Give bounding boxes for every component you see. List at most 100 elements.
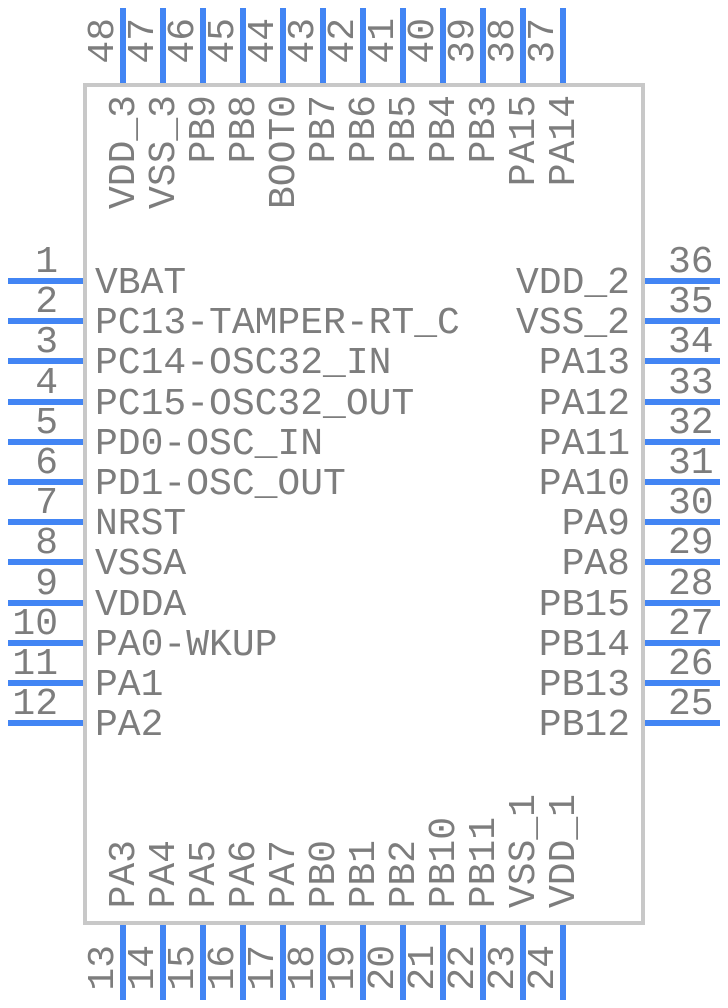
pin-9-label: VDDA xyxy=(95,583,187,627)
pin-38-number: 38 xyxy=(481,18,525,64)
pin-38-lead xyxy=(519,8,526,83)
pin-20-label: PB2 xyxy=(382,839,426,908)
pin-30-number: 30 xyxy=(668,482,714,526)
pin-11-lead xyxy=(8,680,83,686)
pin-20-lead xyxy=(399,925,406,1000)
pin-31-lead xyxy=(645,479,720,485)
pin-24-lead xyxy=(559,925,566,1000)
pin-28-number: 28 xyxy=(668,562,714,606)
pin-45-label: PB8 xyxy=(222,95,266,164)
pin-14-label: PA4 xyxy=(142,839,186,908)
pin-41-number: 41 xyxy=(361,18,405,64)
pin-17-number: 17 xyxy=(241,945,285,991)
pin-15-number: 15 xyxy=(161,945,205,991)
pin-33-lead xyxy=(645,398,720,405)
pin-8-lead xyxy=(8,559,83,566)
pin-34-lead xyxy=(645,358,720,365)
pin-6-lead xyxy=(8,479,83,485)
pin-21-label: PB10 xyxy=(422,816,466,908)
pin-19-lead xyxy=(359,925,366,1000)
pin-28-label: PB15 xyxy=(538,583,630,627)
pin-34-label: PA13 xyxy=(538,342,630,386)
pin-45-lead xyxy=(239,8,246,83)
pin-43-lead xyxy=(319,8,326,83)
pin-24-number: 24 xyxy=(521,945,565,991)
pin-47-number: 47 xyxy=(121,18,165,64)
pin-24-label: VDD_1 xyxy=(542,793,586,908)
pin-23-number: 23 xyxy=(481,945,525,991)
pin-42-lead xyxy=(359,8,366,83)
pin-26-label: PB13 xyxy=(538,664,630,707)
pin-35-label: VSS_2 xyxy=(515,302,630,346)
pin-44-number: 44 xyxy=(241,18,285,64)
pin-18-label: PB0 xyxy=(302,839,346,908)
pin-46-lead xyxy=(199,8,206,83)
pin-35-number: 35 xyxy=(668,281,714,325)
pin-2-lead xyxy=(8,318,83,325)
pin-3-label: PC14-OSC32_IN xyxy=(95,342,392,386)
pin-47-label: VSS_3 xyxy=(142,95,186,210)
pin-6-number: 6 xyxy=(35,442,58,485)
pin-40-lead xyxy=(439,8,446,83)
pin-2-number: 2 xyxy=(35,281,58,325)
pin-12-number: 12 xyxy=(12,683,58,727)
pin-11-number: 11 xyxy=(12,643,58,686)
pin-39-number: 39 xyxy=(441,18,485,64)
pin-39-label: PB3 xyxy=(462,95,506,164)
pin-23-lead xyxy=(519,925,526,1000)
pin-36-number: 36 xyxy=(668,241,714,284)
pin-7-label: NRST xyxy=(95,503,187,547)
pin-23-label: VSS_1 xyxy=(502,793,546,908)
pin-48-number: 48 xyxy=(81,18,125,64)
pin-1-lead xyxy=(8,278,83,284)
pin-44-label: BOOT0 xyxy=(262,95,306,210)
pin-41-lead xyxy=(399,8,406,83)
pin-31-number: 31 xyxy=(668,442,714,485)
pin-3-lead xyxy=(8,358,83,365)
pin-7-lead xyxy=(8,519,83,526)
pin-42-number: 42 xyxy=(321,18,365,64)
pin-12-label: PA2 xyxy=(95,704,164,748)
pin-5-lead xyxy=(8,438,83,445)
pin-37-lead xyxy=(559,8,566,83)
pin-1-label: VBAT xyxy=(95,262,187,305)
chip-body xyxy=(83,83,645,925)
pin-15-lead xyxy=(199,925,206,1000)
pin-41-label: PB5 xyxy=(382,95,426,164)
pin-45-number: 45 xyxy=(201,18,245,64)
pin-38-label: PA15 xyxy=(502,95,546,187)
pin-10-lead xyxy=(8,639,83,646)
pin-31-label: PA10 xyxy=(538,463,630,506)
pin-5-number: 5 xyxy=(35,401,58,445)
pin-29-number: 29 xyxy=(668,522,714,566)
pin-33-label: PA12 xyxy=(538,382,630,426)
pin-36-label: VDD_2 xyxy=(515,262,630,305)
pin-4-number: 4 xyxy=(35,361,58,405)
pin-43-label: PB7 xyxy=(302,95,346,164)
pin-14-number: 14 xyxy=(121,945,165,991)
pin-29-label: PA8 xyxy=(561,543,630,587)
pin-43-number: 43 xyxy=(281,18,325,64)
pin-29-lead xyxy=(645,559,720,566)
pin-27-lead xyxy=(645,639,720,646)
pin-6-label: PD1-OSC_OUT xyxy=(95,463,346,506)
pin-13-number: 13 xyxy=(81,945,125,991)
pin-44-lead xyxy=(279,8,286,83)
pin-48-label: VDD_3 xyxy=(102,95,146,210)
pin-34-number: 34 xyxy=(668,321,714,365)
pin-32-lead xyxy=(645,438,720,445)
pin-13-lead xyxy=(119,925,126,1000)
pin-9-lead xyxy=(8,599,83,606)
pin-25-label: PB12 xyxy=(538,704,630,748)
pin-35-lead xyxy=(645,318,720,325)
pin-22-lead xyxy=(479,925,486,1000)
pin-15-label: PA5 xyxy=(182,839,226,908)
pin-20-number: 20 xyxy=(361,945,405,991)
pin-16-lead xyxy=(239,925,246,1000)
pin-40-number: 40 xyxy=(401,18,445,64)
pin-30-lead xyxy=(645,519,720,526)
pin-17-label: PA7 xyxy=(262,839,306,908)
pin-27-label: PB14 xyxy=(538,623,630,667)
pin-25-number: 25 xyxy=(668,683,714,727)
